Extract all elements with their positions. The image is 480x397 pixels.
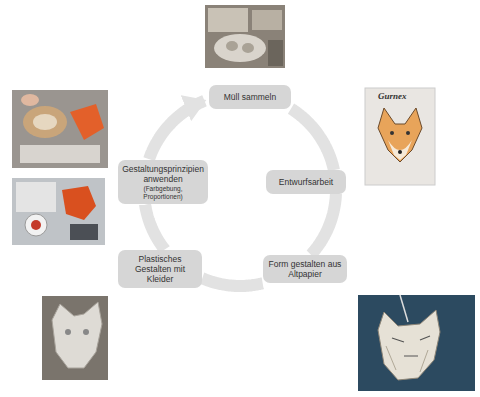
process-box: Plastisches Gestalten mit Kleider [118,250,202,289]
cycle-arc [149,101,204,159]
cycle-arc [202,278,262,286]
box-label: Gestaltungsprinzipien anwenden [122,164,204,184]
cycle-arc [311,194,336,255]
photo-white-mask [42,296,108,380]
process-box: Gestaltungsprinzipien anwenden(Farbgebun… [118,160,208,205]
photo-egg-cartons [205,5,285,68]
photo-fox-drawing [365,88,435,185]
process-box: Form gestalten aus Altpapier [263,255,347,283]
box-label: Entwurfsarbeit [279,177,333,187]
box-label: Form gestalten aus Altpapier [268,259,342,279]
process-box: Müll sammeln [209,85,291,109]
photo-painting-table [12,178,105,245]
box-note: (Farbgebung, Proportionen) [123,185,203,201]
box-label: Plastisches Gestalten mit Kleider [123,254,197,285]
cycle-arc [291,109,334,170]
cycle-arc [145,205,165,250]
box-label: Müll sammeln [224,92,276,102]
handwritten-label: Gurnex [378,91,407,101]
photo-hands-paper [12,90,108,168]
photo-paper-mask [358,295,475,391]
process-box: Entwurfsarbeit [266,170,346,194]
